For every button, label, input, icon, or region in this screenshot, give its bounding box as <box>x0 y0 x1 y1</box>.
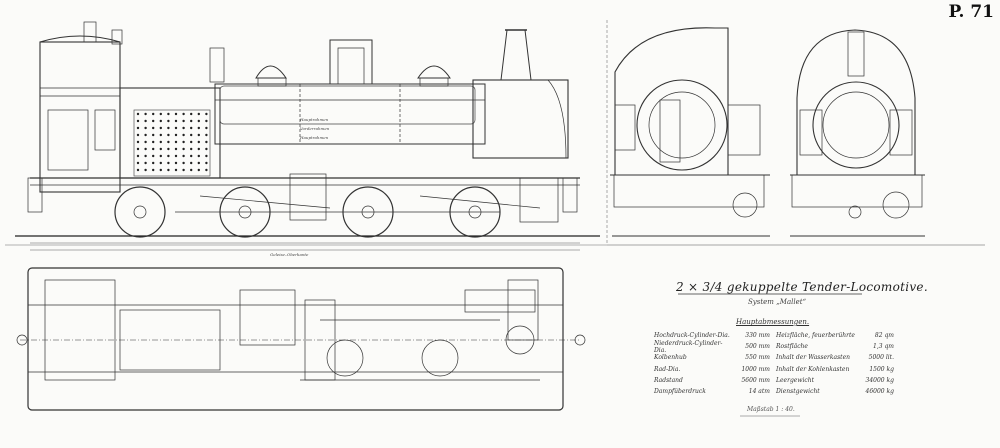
plan-view <box>16 267 586 411</box>
dimensions-table: Hochdruck-Cylinder-Dia. 330 mm Heizfläch… <box>654 330 894 397</box>
dimension-value: 550 mm <box>745 354 770 362</box>
dimension-label-2: Rostfläche <box>776 343 808 351</box>
end-view-front <box>790 29 925 237</box>
dimension-value: 330 mm <box>745 332 770 340</box>
dimension-value: 500 mm <box>745 343 770 351</box>
firebox-stays <box>136 112 208 172</box>
dimension-label-2: Leergewicht <box>776 376 815 384</box>
dimension-value: 14 atm <box>748 388 770 396</box>
dimension-row: Hochdruck-Cylinder-Dia. 330 mm Heizfläch… <box>654 330 894 341</box>
plate-number: P. 71 <box>948 2 994 22</box>
drawing-subtitle: System „Mallet“ <box>748 298 807 306</box>
dimension-label: Dampfüberdruck <box>654 388 706 396</box>
dimension-value: 1000 mm <box>741 365 770 373</box>
dimension-value-2: 5000 lit. <box>868 354 894 362</box>
dimension-label: Niederdruck-Cylinder-Dia. <box>654 339 723 354</box>
dimension-value-2: 34000 kg <box>865 376 894 384</box>
dimension-value-2: 1500 kg <box>869 365 894 373</box>
dimension-label-2: Inhalt der Kohlenkasten <box>776 365 850 373</box>
dimension-value-2: 46000 kg <box>865 388 894 396</box>
side-note-2: Vorderrahmen <box>300 126 330 131</box>
dimension-row: Rad-Dia. 1000 mm Inhalt der Kohlenkasten… <box>654 364 894 375</box>
axis-note: Geleise–Oberkante <box>270 252 309 257</box>
dimension-row: Niederdruck-Cylinder-Dia. 500 mm Rostflä… <box>654 339 894 354</box>
dimension-label: Hochdruck-Cylinder-Dia. <box>654 332 730 340</box>
dimension-label: Radstand <box>654 376 683 384</box>
dimension-label-2: Dienstgewicht <box>776 388 820 396</box>
dimension-label: Rad-Dia. <box>654 365 681 373</box>
end-view-rear <box>610 27 770 237</box>
dimension-row: Kolbenhub 550 mm Inhalt der Wasserkasten… <box>654 352 894 363</box>
dimension-label-2: Inhalt der Wasserkasten <box>776 354 850 362</box>
side-elevation <box>15 21 600 251</box>
dimension-value: 5600 mm <box>741 376 770 384</box>
dimension-row: Dampfüberdruck 14 atm Dienstgewicht 4600… <box>654 386 894 397</box>
side-note-3: Hauptrahmen <box>300 135 329 140</box>
side-note-1: Hauptrahmen <box>300 117 329 122</box>
dimension-value-2: 82 qm <box>874 332 894 340</box>
scale-note: Maßstab 1 : 40. <box>747 406 795 413</box>
dimension-label: Kolbenhub <box>654 354 687 362</box>
dimensions-heading: Hauptabmessungen. <box>736 318 810 326</box>
dimension-label-2: Heizfläche, feuerberührte <box>776 332 855 340</box>
dimension-value-2: 1,3 qm <box>873 343 894 351</box>
drawing-title: 2 × 3/4 gekuppelte Tender-Locomotive. <box>676 280 928 294</box>
dimension-row: Radstand 5600 mm Leergewicht 34000 kg <box>654 375 894 386</box>
